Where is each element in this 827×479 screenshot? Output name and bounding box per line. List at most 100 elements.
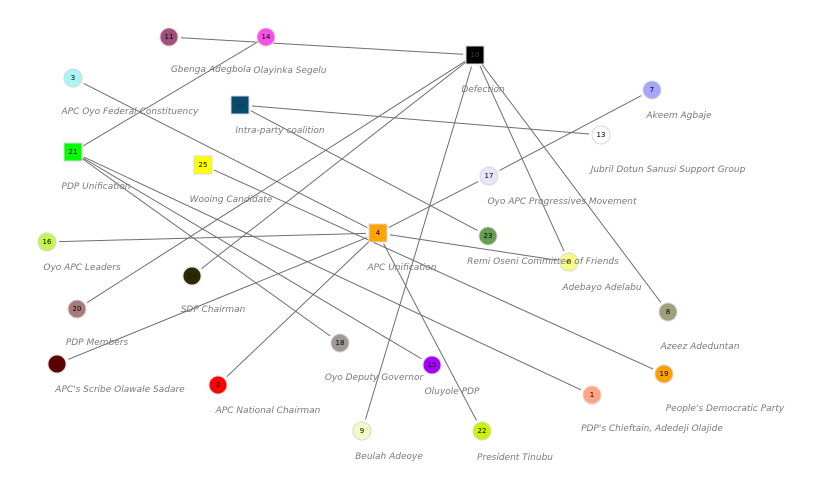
edge-10-24 — [201, 61, 466, 270]
node-circle-shape[interactable] — [47, 354, 67, 374]
node-name-label: APC National Chairman — [215, 406, 321, 416]
node-name-label: Beulah Adeoye — [355, 452, 423, 462]
node-name-label: Jubril Dotun Sanusi Support Group — [589, 165, 746, 175]
edge-25-19 — [213, 169, 654, 370]
edge-17-4 — [388, 181, 479, 228]
edge-21-1 — [83, 156, 582, 391]
edge-10-9 — [364, 66, 473, 420]
node-square-shape[interactable] — [63, 142, 83, 162]
node-id-label: 2 — [216, 381, 220, 389]
edge-14-21 — [83, 42, 256, 147]
node-circle-shape[interactable] — [182, 266, 202, 286]
edge-4-5 — [67, 237, 368, 360]
node-name-label: Oyo Deputy Governor — [325, 373, 425, 383]
node-id-label: 10 — [471, 51, 480, 59]
node-id-label: 22 — [478, 427, 487, 435]
edge-4-2 — [226, 240, 370, 378]
node-id-label: 20 — [73, 305, 82, 313]
node-id-label: 6 — [567, 258, 572, 266]
node-name-label: Adebayo Adelabu — [561, 283, 641, 293]
edge-11-10 — [180, 37, 464, 55]
node-square-shape[interactable] — [230, 95, 250, 115]
node-circle-shape[interactable] — [591, 125, 611, 145]
node-circle-shape[interactable] — [479, 166, 499, 186]
edge-21-15 — [83, 157, 422, 360]
node-circle-shape[interactable] — [256, 27, 276, 47]
node-name-label: Oyo APC Progressives Movement — [487, 197, 637, 207]
node-id-label: 18 — [336, 339, 345, 347]
node-circle-shape[interactable] — [472, 421, 492, 441]
node-circle-shape[interactable] — [422, 355, 442, 375]
node-circle-shape[interactable] — [658, 302, 678, 322]
node-id-label: 3 — [71, 74, 75, 82]
node-square-shape[interactable] — [193, 155, 213, 175]
node-circle-shape[interactable] — [642, 80, 662, 100]
node-name-label: Wooing Candidate — [190, 195, 273, 205]
node-id-label: 5 — [55, 360, 59, 368]
node-name-label: Oyo APC Leaders — [43, 263, 121, 273]
node-circle-shape[interactable] — [330, 333, 350, 353]
node-circle-shape[interactable] — [478, 226, 498, 246]
node-square-shape[interactable] — [465, 45, 485, 65]
node-circle-shape[interactable] — [208, 375, 228, 395]
node-circle-shape[interactable] — [159, 27, 179, 47]
node-name-label: Gbenga Adegbola — [171, 65, 251, 75]
edge-12-13 — [251, 105, 590, 135]
node-circle-shape[interactable] — [654, 364, 674, 384]
node-circle-shape[interactable] — [559, 252, 579, 272]
node-name-label: PDP's Chieftain, Adedeji Olajide — [581, 424, 723, 434]
node-name-label: APC Unification — [366, 263, 436, 273]
edge-3-4 — [83, 82, 368, 229]
node-name-label: APC Oyo Federal Constituency — [60, 107, 199, 117]
edge-4-6 — [389, 234, 558, 261]
node-circle-shape[interactable] — [37, 232, 57, 252]
node-id-label: 25 — [199, 161, 208, 169]
node-id-label: 1 — [590, 391, 594, 399]
node-circle-shape[interactable] — [63, 68, 83, 88]
edge-12-23 — [250, 110, 478, 231]
node-name-label: Akeem Agbaje — [645, 111, 712, 121]
node-circle-shape[interactable] — [67, 299, 87, 319]
edge-4-22 — [383, 243, 477, 421]
node-id-label: 14 — [262, 33, 271, 41]
node-id-label: 7 — [650, 86, 654, 94]
node-id-label: 21 — [69, 148, 78, 156]
node-circle-shape[interactable] — [582, 385, 602, 405]
node-square-shape[interactable] — [368, 223, 388, 243]
node-name-label: SDP Chairman — [181, 305, 246, 315]
node-circle-shape[interactable] — [352, 421, 372, 441]
node-name-label: PDP Unification — [62, 182, 131, 192]
edge-21-18 — [82, 158, 331, 337]
edges-layer — [58, 37, 662, 421]
node-id-label: 15 — [428, 361, 437, 369]
node-name-label: Olayinka Segelu — [254, 66, 327, 76]
node-id-label: 8 — [666, 308, 670, 316]
node-id-label: 4 — [376, 229, 381, 237]
